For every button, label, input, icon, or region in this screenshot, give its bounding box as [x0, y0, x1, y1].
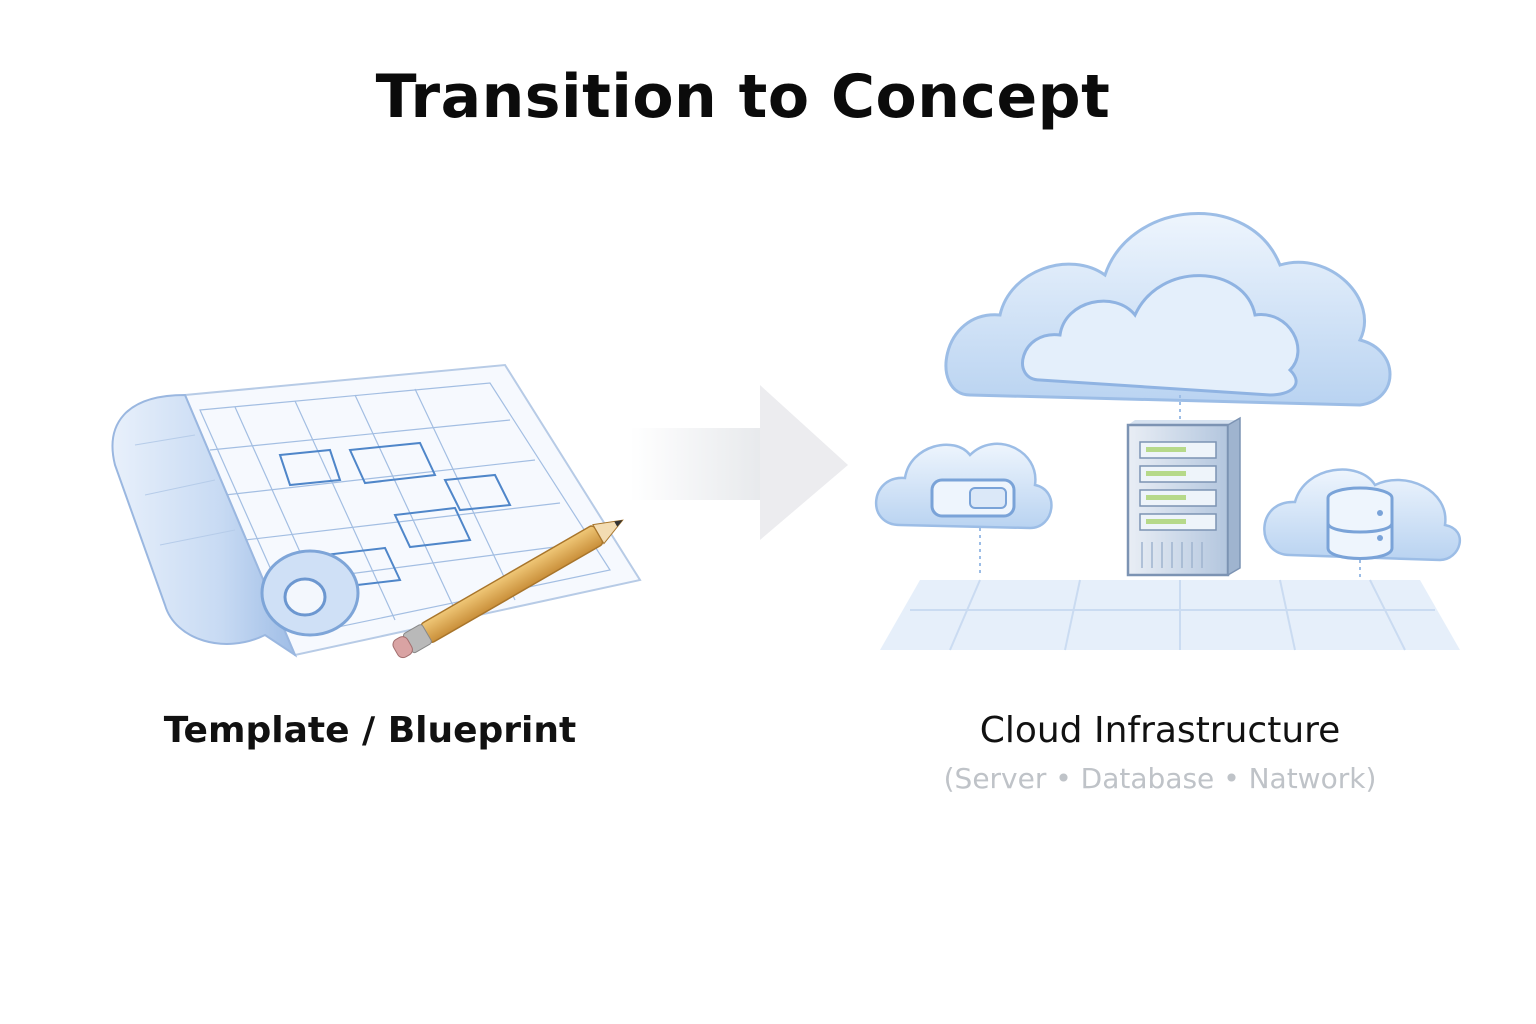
- cloud-infrastructure-icon: [860, 180, 1480, 680]
- right-arrow-icon: [620, 380, 860, 550]
- blueprint-with-pencil-icon: [95, 355, 655, 675]
- page-title: Transition to Concept: [0, 62, 1486, 132]
- blueprint-label: Template / Blueprint: [120, 710, 620, 751]
- cloud-infrastructure-sublabel: (Server • Database • Natwork): [900, 762, 1420, 795]
- cloud-infrastructure-label: Cloud Infrastructure: [910, 710, 1410, 751]
